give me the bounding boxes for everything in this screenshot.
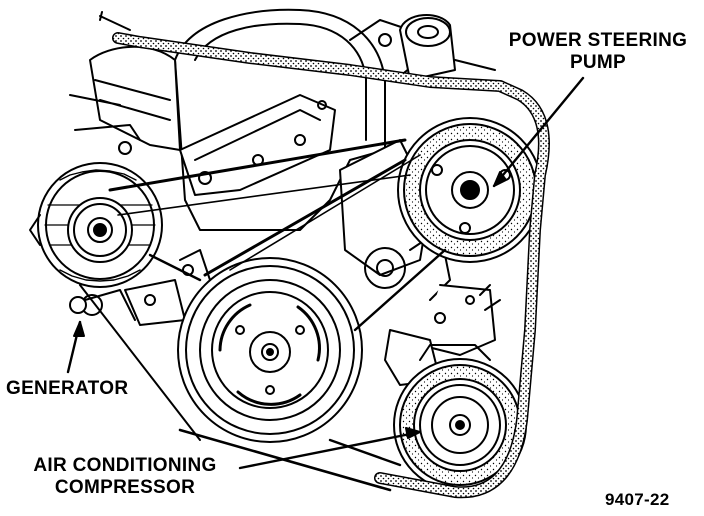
air-conditioning-compressor-label: AIR CONDITIONING COMPRESSOR: [14, 455, 236, 499]
generator: [29, 162, 163, 314]
figure-number: 9407-22: [605, 490, 670, 509]
power-steering-reservoir: [399, 13, 496, 81]
ac-compressor: [393, 344, 527, 492]
leader-lines: [66, 76, 585, 470]
air-conditioning-label-line2: COMPRESSOR: [54, 477, 196, 498]
power-steering-label-line1: POWER STEERING: [508, 30, 688, 51]
power-steering-pump-pulley: [397, 117, 543, 263]
power-steering-pump-label: POWER STEERING PUMP: [500, 30, 696, 74]
generator-label: GENERATOR: [6, 378, 129, 399]
drive-belt: [79, 32, 550, 499]
power-steering-label-line2: PUMP: [569, 52, 627, 73]
crankshaft-pulley: [177, 257, 363, 443]
air-conditioning-label-line1: AIR CONDITIONING: [33, 455, 217, 476]
